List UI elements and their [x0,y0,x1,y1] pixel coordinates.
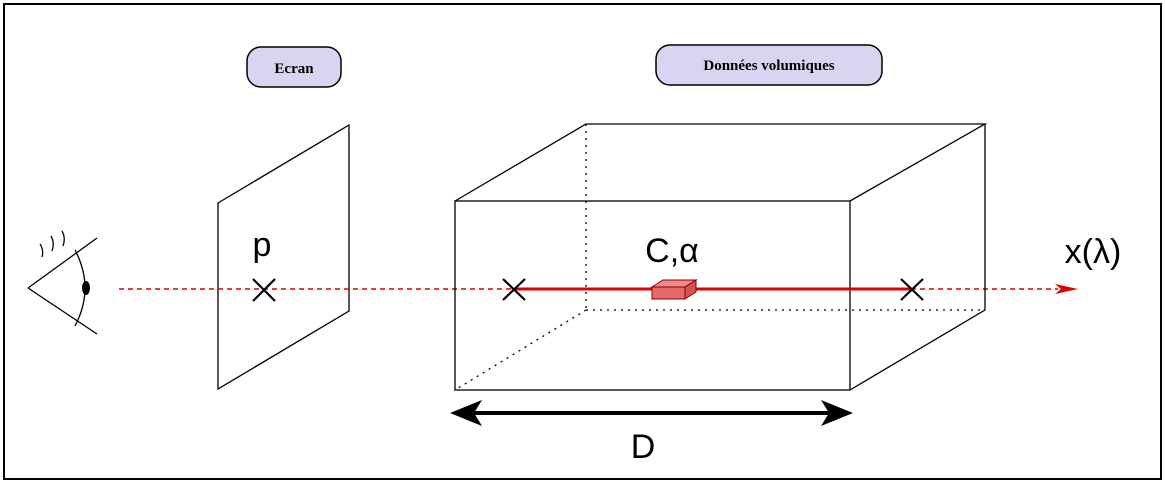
volume-side-face [849,124,986,391]
volume-label: Données volumiques [703,58,834,74]
pixel-label: p [253,226,272,264]
eye-lower-lid [27,287,98,335]
eyelash-2 [50,235,54,252]
voxel-side [684,279,697,300]
hidden-edge-depth [454,309,587,391]
arrow-head-icon [1055,284,1078,294]
volume-box [454,123,988,391]
eyelash-1 [39,243,44,258]
ray-label: x(λ) [1065,233,1122,271]
depth-arrow-right [821,400,853,426]
pixel-cross-icon [252,278,276,302]
volume-front-face [454,200,851,391]
depth-label: D [631,428,656,466]
exit-cross-icon [900,278,924,301]
volume-top-face [454,123,988,202]
screen-label: Ecran [274,61,314,77]
double-arrow-icon [450,400,853,426]
depth-arrow-left [450,400,482,426]
sample-label: C,α [645,232,699,270]
volume-label-pill: Données volumiques [655,44,883,86]
screen-plane [217,123,350,391]
eyelash-3 [61,230,65,247]
eye-icon [27,230,98,335]
screen-pill-bg [246,46,342,88]
sample-voxel [650,279,698,300]
eye-pupil [82,281,90,295]
eye-upper-lid [27,237,98,289]
screen-label-pill: Ecran [246,46,342,88]
diagram-frame [3,3,1162,480]
voxel-front [651,286,686,300]
volume-pill-bg [655,44,883,86]
entry-cross-icon [502,278,526,301]
volume-hidden-edges [454,124,985,391]
